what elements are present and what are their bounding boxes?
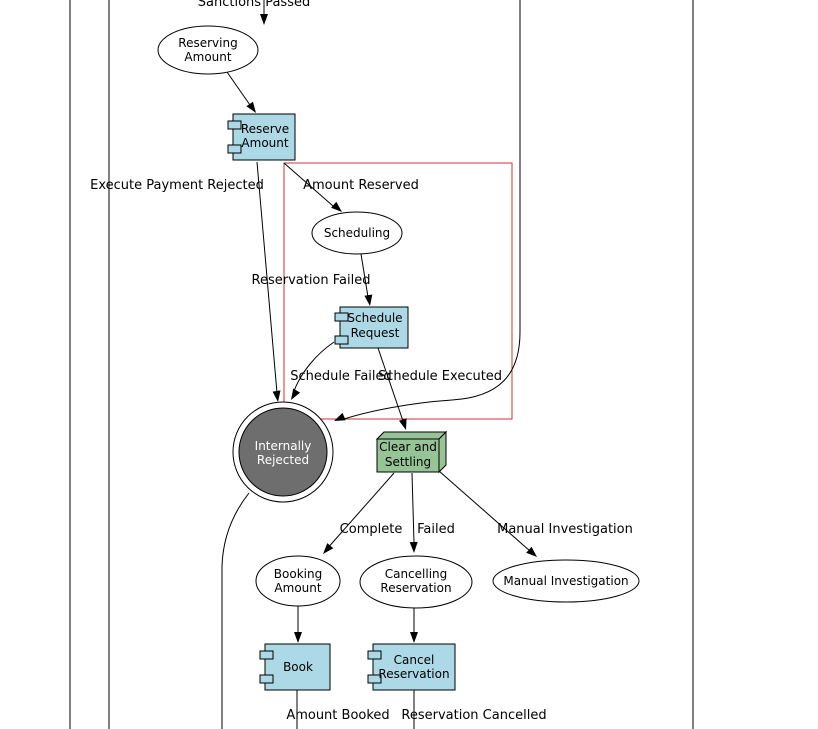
arrowhead-icon	[409, 541, 418, 553]
node-label: Clear and	[379, 440, 437, 454]
node-label: Scheduling	[324, 226, 390, 240]
node-internally-rejected[interactable]: Internally Rejected	[232, 401, 334, 503]
node-label: Amount	[184, 50, 231, 64]
arrowhead-icon	[291, 388, 301, 400]
component-box[interactable]	[264, 643, 331, 691]
edge-line	[283, 162, 334, 207]
node-manual-investigation[interactable]: Manual Investigation	[492, 559, 640, 603]
component-tab-icon	[334, 312, 349, 322]
edge-line	[293, 341, 335, 392]
edge-label-failed: Failed	[417, 522, 455, 537]
component-tab-icon	[367, 674, 382, 684]
arrowhead-icon	[260, 14, 268, 25]
arrowhead-icon	[334, 412, 346, 421]
component-tab-icon	[227, 144, 242, 154]
edge-line	[377, 347, 404, 422]
edge-label-schedule-executed: Schedule Executed	[378, 369, 502, 384]
edge-line	[226, 71, 251, 106]
edge-label-reservation-failed: Reservation Failed	[252, 273, 371, 288]
box3d-front-face[interactable]	[376, 438, 440, 473]
edge-line	[438, 470, 531, 552]
node-label: Book	[283, 660, 313, 674]
edge-label-manual-investigation: Manual Investigation	[497, 522, 633, 537]
state-ellipse[interactable]	[492, 559, 640, 603]
selection-rectangle[interactable]	[283, 162, 513, 420]
component-tab-icon	[334, 335, 349, 345]
node-label: Reservation	[378, 667, 449, 681]
arrowhead-icon	[331, 201, 342, 212]
component-tab-icon	[259, 650, 274, 660]
arrowhead-icon	[272, 390, 281, 402]
node-label: Cancelling	[385, 567, 448, 581]
node-clear-and-settling[interactable]: Clear and Settling	[375, 430, 448, 474]
edge-label-amount-booked: Amount Booked	[286, 708, 389, 723]
state-ellipse[interactable]	[359, 555, 473, 609]
edge-line	[325, 472, 395, 551]
arrowhead-icon	[323, 543, 334, 554]
node-label: Reserving	[178, 36, 237, 50]
node-label: Manual Investigation	[503, 574, 628, 588]
node-label: Reserve	[241, 122, 289, 136]
edge-line	[221, 492, 250, 729]
component-tab-icon	[259, 674, 274, 684]
node-book[interactable]: Book	[259, 643, 331, 691]
state-ellipse[interactable]	[157, 25, 259, 75]
node-reserving-amount[interactable]: Reserving Amount	[157, 25, 259, 75]
box3d-top-face	[375, 431, 448, 440]
component-box[interactable]	[232, 113, 296, 161]
node-cancel-reservation[interactable]: Cancel Reservation	[367, 643, 456, 691]
arrowhead-icon	[364, 294, 373, 306]
node-label: Internally	[255, 439, 312, 453]
edge-line	[411, 472, 415, 544]
component-box[interactable]	[339, 306, 409, 349]
arrowhead-icon	[410, 632, 418, 643]
edge-label-sanctions-passed: Sanctions Passed	[198, 0, 310, 10]
edge-line	[343, 0, 521, 420]
terminal-inner-circle[interactable]	[238, 407, 328, 497]
node-label: Reservation	[380, 581, 451, 595]
edge-label-execute-payment-rejected: Execute Payment Rejected	[90, 178, 264, 193]
edge-label-schedule-failed: Schedule Failed	[290, 369, 392, 384]
node-label: Schedule	[347, 311, 402, 325]
component-tab-icon	[227, 120, 242, 130]
state-ellipse[interactable]	[311, 211, 403, 255]
node-label: Cancel	[394, 653, 435, 667]
node-cancelling-reservation[interactable]: Cancelling Reservation	[359, 555, 473, 609]
component-box[interactable]	[372, 643, 456, 691]
edge-line	[256, 161, 278, 394]
arrowhead-icon	[246, 101, 256, 113]
node-booking-amount[interactable]: Booking Amount	[255, 555, 341, 607]
edge-label-complete: Complete	[340, 522, 403, 537]
box3d-right-face	[438, 430, 447, 474]
node-label: Rejected	[257, 453, 309, 467]
node-label: Amount	[274, 581, 321, 595]
node-scheduling[interactable]: Scheduling	[311, 211, 403, 255]
node-label: Settling	[385, 455, 431, 469]
node-reserve-amount[interactable]: Reserve Amount	[227, 113, 296, 161]
edge-line	[360, 253, 369, 298]
edge-label-reservation-cancelled: Reservation Cancelled	[401, 708, 546, 723]
arrowhead-icon	[399, 418, 407, 430]
node-label: Booking	[274, 567, 322, 581]
arrowhead-icon	[526, 546, 537, 557]
edge-label-amount-reserved: Amount Reserved	[303, 178, 419, 193]
node-schedule-request[interactable]: Schedule Request	[334, 306, 409, 349]
node-label: Request	[351, 326, 400, 340]
node-label: Amount	[241, 136, 288, 150]
component-tab-icon	[367, 650, 382, 660]
arrowhead-icon	[294, 632, 302, 643]
state-ellipse[interactable]	[255, 555, 341, 607]
